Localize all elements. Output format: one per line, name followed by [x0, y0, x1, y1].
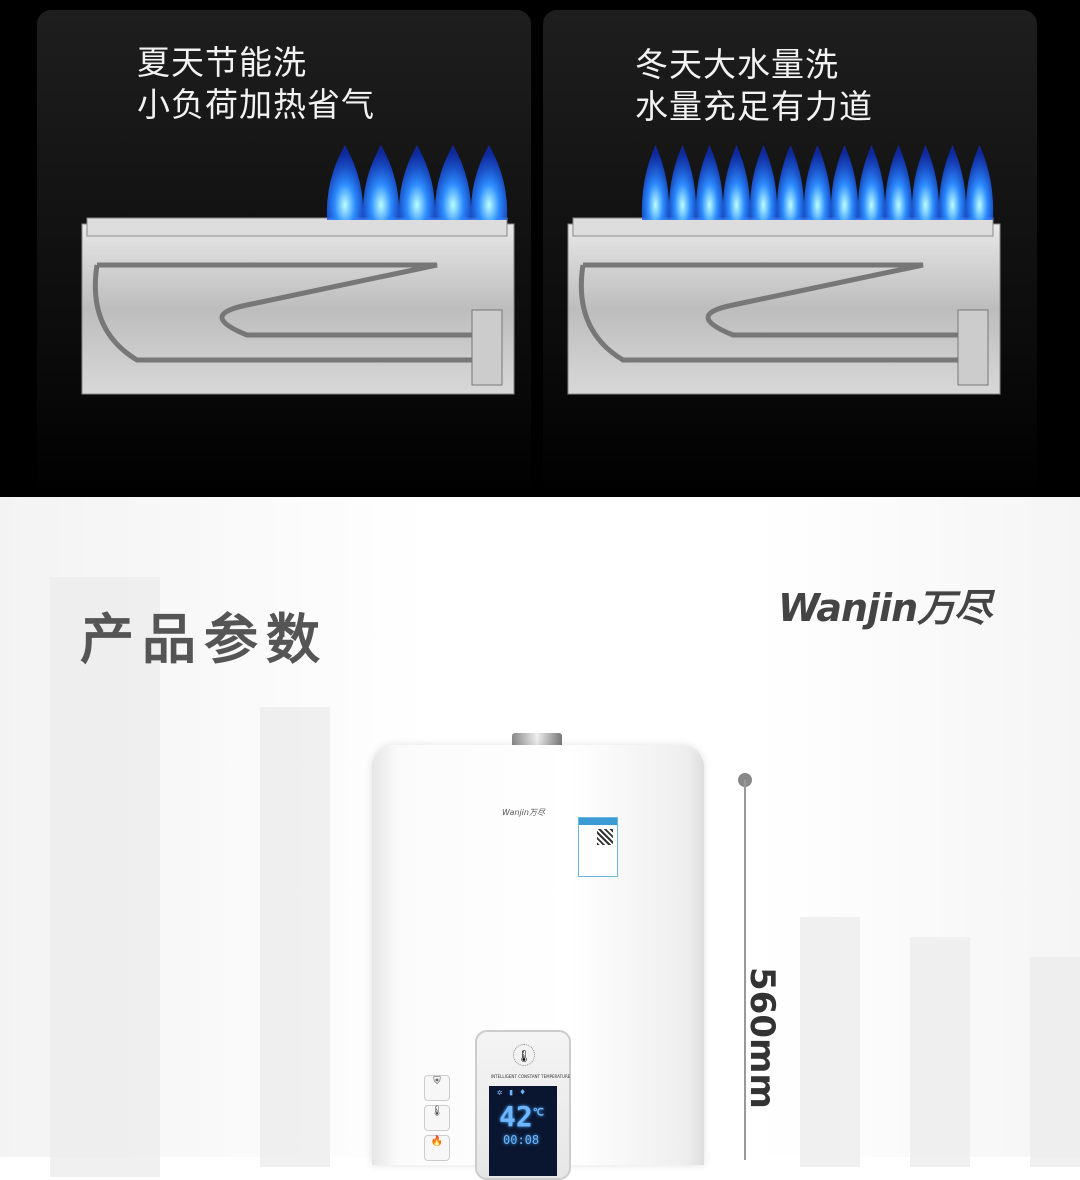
time-readout: 00:08: [503, 1133, 540, 1147]
flame-mark: [911, 145, 940, 220]
temperature-value: 42: [499, 1100, 533, 1133]
temperature-readout: 42℃: [489, 1100, 557, 1133]
heater-logo: Wanjin万尽: [502, 808, 545, 817]
summer-caption: 夏天节能洗小负荷加热省气: [137, 42, 375, 126]
anti-freeze-button: ⛨: [424, 1075, 450, 1101]
caption-line: 冬天大水量洗: [635, 45, 839, 84]
summer-panel: 夏天节能洗小负荷加热省气: [37, 10, 531, 497]
flame-mark: [434, 145, 472, 220]
flame-mark: [362, 145, 400, 220]
caption-line: 夏天节能洗: [137, 43, 307, 82]
flame-mark: [668, 145, 697, 220]
flame-mark: [884, 145, 913, 220]
section-title: 产品参数: [80, 608, 328, 671]
qr-code-icon: [597, 829, 613, 845]
flame-mark: [398, 145, 436, 220]
flame-mark: [722, 145, 751, 220]
flame-mark: [776, 145, 805, 220]
status-icons: ✲▮♦: [497, 1088, 532, 1098]
flame-mark: [470, 145, 508, 220]
dimension-line: [744, 780, 746, 1160]
flame-mark: [695, 145, 724, 220]
control-panel: 🌡 INTELLIGENT CONSTANT TEMPERATURE ✲▮♦ 4…: [475, 1030, 571, 1180]
flame-mark: [326, 145, 364, 220]
panel-caption: INTELLIGENT CONSTANT TEMPERATURE: [491, 1074, 571, 1079]
temperature-unit: ℃: [532, 1107, 544, 1119]
flame-mark: [830, 145, 859, 220]
winter-panel: 冬天大水量洗水量充足有力道: [543, 10, 1037, 497]
brand-logo: Wanjin万尽: [778, 586, 992, 630]
energy-label: [578, 817, 618, 877]
burner-illustration: [81, 145, 515, 395]
burner-comparison-section: 夏天节能洗小负荷加热省气 冬天大水量洗水量充足有力道: [0, 0, 1080, 497]
water-heater-image: Wanjin万尽 ⛨ 🌡 🔥 🌡 INTELLIGENT CONSTANT TE…: [372, 745, 704, 1180]
burner-illustration: [567, 145, 1001, 395]
flame-mark: [803, 145, 832, 220]
lcd-display: ✲▮♦ 42℃ 00:08: [489, 1086, 557, 1176]
product-specs-section: 产品参数 Wanjin万尽 Wanjin万尽 ⛨ 🌡 🔥 🌡 INTELLIGE…: [0, 497, 1080, 1180]
fire-button: 🔥: [424, 1135, 450, 1161]
flame-mark: [641, 145, 670, 220]
caption-line: 小负荷加热省气: [137, 85, 375, 124]
winter-caption: 冬天大水量洗水量充足有力道: [635, 44, 873, 128]
flame-mark: [938, 145, 967, 220]
flame-mark: [749, 145, 778, 220]
height-dimension: 560mm: [742, 967, 782, 1109]
thermometer-icon: 🌡: [513, 1044, 535, 1066]
flame-mark: [965, 145, 994, 220]
caption-line: 水量充足有力道: [635, 87, 873, 126]
constant-temp-button: 🌡: [424, 1105, 450, 1131]
flame-mark: [857, 145, 886, 220]
